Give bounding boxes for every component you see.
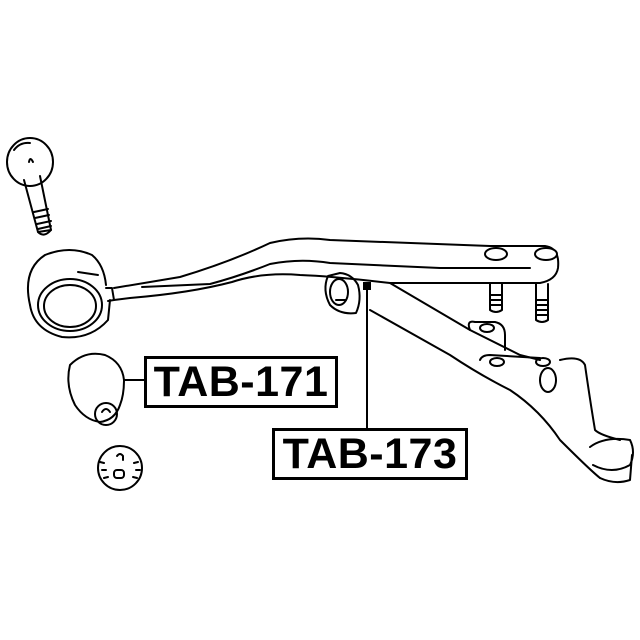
lower-control-arm-part: [114, 239, 558, 322]
rear-bushing-part: [325, 273, 359, 313]
bushing-washer-part: [98, 446, 142, 490]
bolt-part: [7, 138, 53, 235]
steering-knuckle-part: [370, 283, 633, 482]
front-bushing-part: [68, 354, 124, 425]
leader-marker-173: [363, 282, 371, 290]
control-arm-eye-part: [28, 250, 114, 337]
callout-tab-173: TAB-173: [272, 428, 468, 480]
callout-tab-171: TAB-171: [144, 356, 338, 408]
